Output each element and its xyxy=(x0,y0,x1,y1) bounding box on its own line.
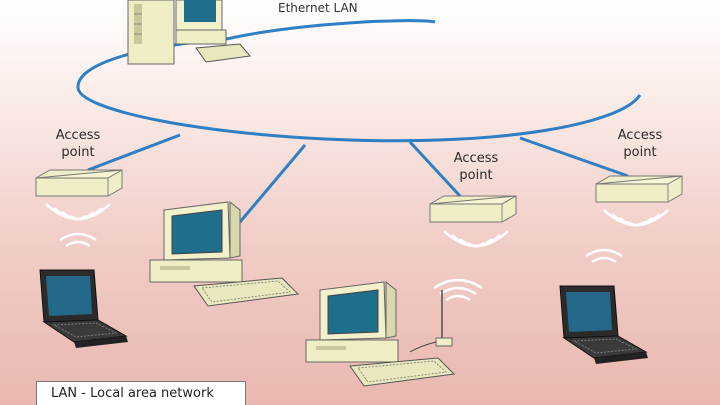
access-point-label: Access point xyxy=(446,150,506,184)
ethernet-cable-ring xyxy=(76,19,642,143)
ethernet-lan-label: Ethernet LAN xyxy=(278,1,358,15)
access-point-icon xyxy=(429,195,517,223)
access-point-label-line2: point xyxy=(459,168,493,183)
access-point-label-line1: Access xyxy=(55,128,101,143)
desktop-computer-icon xyxy=(305,281,455,387)
access-point-label: Access point xyxy=(48,127,108,161)
access-point-label-line2: point xyxy=(61,145,95,160)
laptop-icon xyxy=(559,285,649,365)
access-point-label-line1: Access xyxy=(617,128,663,143)
wireless-signal-icon xyxy=(44,202,112,221)
diagram-caption: LAN - Local area network xyxy=(36,381,246,405)
wireless-signal-icon xyxy=(59,232,623,302)
wireless-signal-icon xyxy=(602,208,670,227)
access-point-label-line2: point xyxy=(623,145,657,160)
server-icon xyxy=(127,0,251,65)
laptop-icon xyxy=(39,269,129,349)
access-point-label-line1: Access xyxy=(453,151,499,166)
access-point-label: Access point xyxy=(610,127,670,161)
ethernet-drop-cables xyxy=(87,133,629,223)
wireless-signal-icon xyxy=(442,229,510,248)
desktop-computer-icon xyxy=(149,201,299,307)
antenna-icon xyxy=(409,290,453,353)
access-point-icon xyxy=(35,169,123,197)
access-point-icon xyxy=(595,175,683,203)
